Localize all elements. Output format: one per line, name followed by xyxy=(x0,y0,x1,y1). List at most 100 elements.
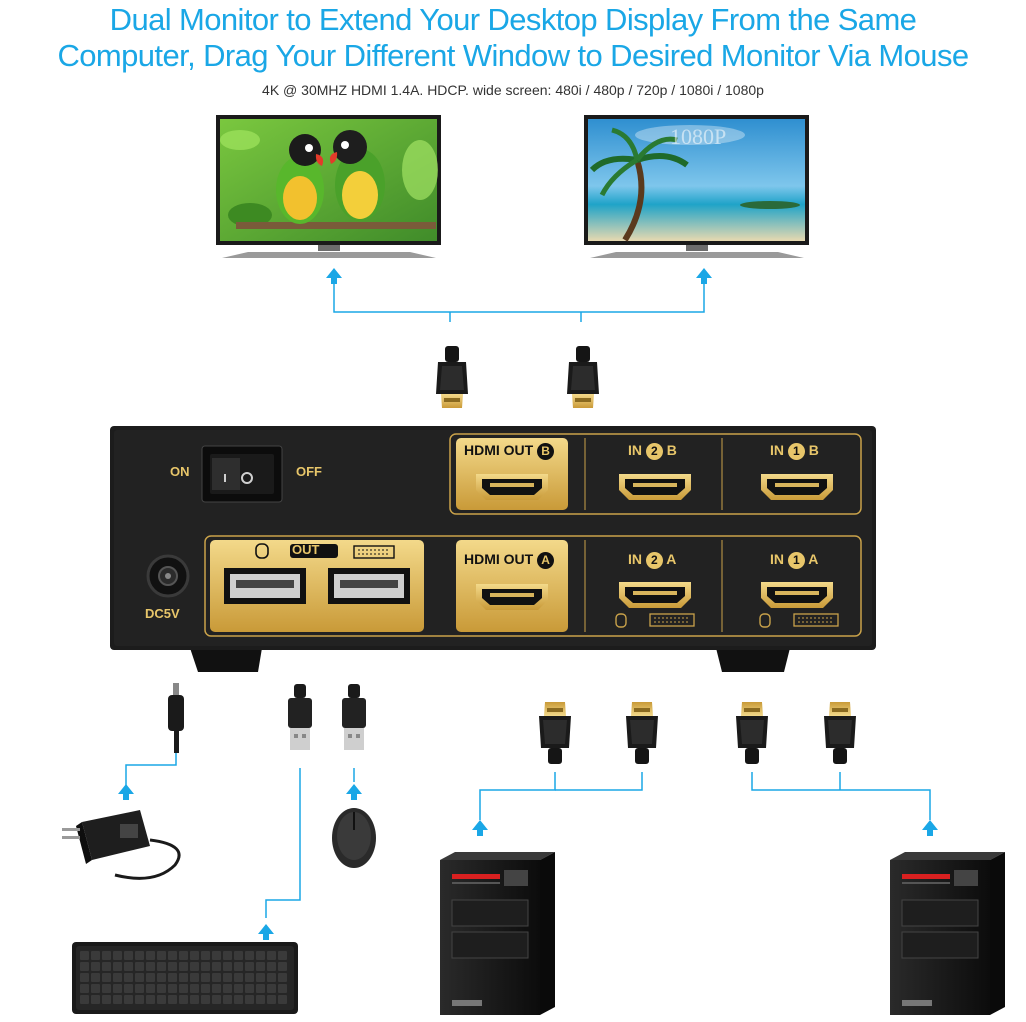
arrow-up-icon xyxy=(922,820,938,836)
keyboard-keys xyxy=(80,951,287,1004)
keyboard-key xyxy=(212,984,221,993)
keyboard-key xyxy=(91,984,100,993)
keyboard-key xyxy=(80,995,89,1004)
keyboard-key xyxy=(245,951,254,960)
usb-cable-icon xyxy=(342,684,366,750)
keyboard-key xyxy=(102,951,111,960)
page-subtitle: 4K @ 30MHZ HDMI 1.4A. HDCP. wide screen:… xyxy=(262,82,764,98)
keyboard-key xyxy=(234,984,243,993)
keyboard-key xyxy=(168,984,177,993)
keyboard-key xyxy=(190,973,199,982)
power-jack-label: DC5V xyxy=(145,606,180,621)
keyboard-key xyxy=(124,951,133,960)
keyboard-key xyxy=(102,973,111,982)
page-title-line1: Dual Monitor to Extend Your Desktop Disp… xyxy=(109,2,917,37)
keyboard-key xyxy=(91,951,100,960)
mouse-icon xyxy=(332,808,376,868)
hdmi-out-a-badge: A xyxy=(537,552,555,569)
keyboard-key xyxy=(278,973,287,982)
keyboard-key xyxy=(212,951,221,960)
keyboard-key xyxy=(245,984,254,993)
keyboard-key xyxy=(267,973,276,982)
keyboard-key xyxy=(201,984,210,993)
keyboard-key xyxy=(267,984,276,993)
keyboard-key xyxy=(267,995,276,1004)
keyboard-key xyxy=(80,951,89,960)
keyboard-key xyxy=(135,951,144,960)
keyboard-key xyxy=(245,995,254,1004)
keyboard-key xyxy=(245,973,254,982)
keyboard-key xyxy=(256,962,265,971)
power-adapter-icon xyxy=(62,810,181,880)
hdmi-cable-icon xyxy=(436,346,468,408)
switch-on-label: ON xyxy=(170,464,190,479)
keyboard-key xyxy=(80,962,89,971)
keyboard-key xyxy=(124,984,133,993)
keyboard-key xyxy=(168,973,177,982)
keyboard-key xyxy=(190,995,199,1004)
keyboard-key xyxy=(267,962,276,971)
keyboard-key xyxy=(124,973,133,982)
keyboard-key xyxy=(234,973,243,982)
keyboard-key xyxy=(157,962,166,971)
hdmi-cable-icon xyxy=(567,346,599,408)
keyboard-key xyxy=(179,973,188,982)
keyboard-key xyxy=(234,995,243,1004)
keyboard-key xyxy=(102,984,111,993)
keyboard-key xyxy=(113,973,122,982)
keyboard-key xyxy=(212,973,221,982)
switch-off-label: OFF xyxy=(296,464,322,479)
keyboard-key xyxy=(190,962,199,971)
keyboard-key xyxy=(124,995,133,1004)
keyboard-key xyxy=(135,962,144,971)
keyboard-key xyxy=(234,951,243,960)
monitor-right xyxy=(584,115,809,258)
hdmi-out-a-label: HDMI OUT A xyxy=(464,551,555,569)
keyboard-key xyxy=(256,951,265,960)
keyboard-key xyxy=(135,995,144,1004)
keyboard-key xyxy=(179,951,188,960)
power-cable-icon xyxy=(168,683,184,753)
keyboard-key xyxy=(256,995,265,1004)
keyboard-key xyxy=(113,951,122,960)
keyboard-key xyxy=(179,962,188,971)
keyboard-key xyxy=(157,973,166,982)
keyboard-key xyxy=(113,995,122,1004)
arrow-up-icon xyxy=(346,784,362,800)
keyboard-key xyxy=(201,973,210,982)
hdmi-cable-icon xyxy=(824,702,856,764)
keyboard-key xyxy=(102,995,111,1004)
keyboard-key xyxy=(223,995,232,1004)
page-title-line2: Computer, Drag Your Different Window to … xyxy=(57,38,970,73)
keyboard-key xyxy=(146,951,155,960)
keyboard-key xyxy=(168,951,177,960)
keyboard-key xyxy=(146,984,155,993)
keyboard-key xyxy=(201,995,210,1004)
keyboard-key xyxy=(278,951,287,960)
pc-tower-icon-left xyxy=(439,851,556,1016)
keyboard-key xyxy=(190,951,199,960)
keyboard-key xyxy=(157,995,166,1004)
keyboard-key xyxy=(168,995,177,1004)
keyboard-key xyxy=(80,984,89,993)
hdmi-out-b-label: HDMI OUT B xyxy=(464,442,555,460)
keyboard-key xyxy=(124,962,133,971)
keyboard-key xyxy=(146,973,155,982)
arrow-up-icon xyxy=(472,820,488,836)
keyboard-key xyxy=(179,984,188,993)
keyboard-key xyxy=(278,984,287,993)
output-connector-lines xyxy=(333,283,705,322)
usb-cable-icon xyxy=(288,684,312,750)
keyboard-key xyxy=(256,984,265,993)
keyboard-key xyxy=(223,973,232,982)
keyboard-key xyxy=(113,962,122,971)
usb-out-label: OUT xyxy=(292,542,320,557)
pc-tower-icon-right xyxy=(889,851,1006,1016)
arrow-up-icon xyxy=(326,268,342,284)
keyboard-key xyxy=(234,962,243,971)
monitor-left xyxy=(216,115,441,258)
hdmi-cable-icon xyxy=(626,702,658,764)
keyboard-key xyxy=(168,962,177,971)
keyboard-key xyxy=(223,962,232,971)
keyboard-key xyxy=(278,962,287,971)
